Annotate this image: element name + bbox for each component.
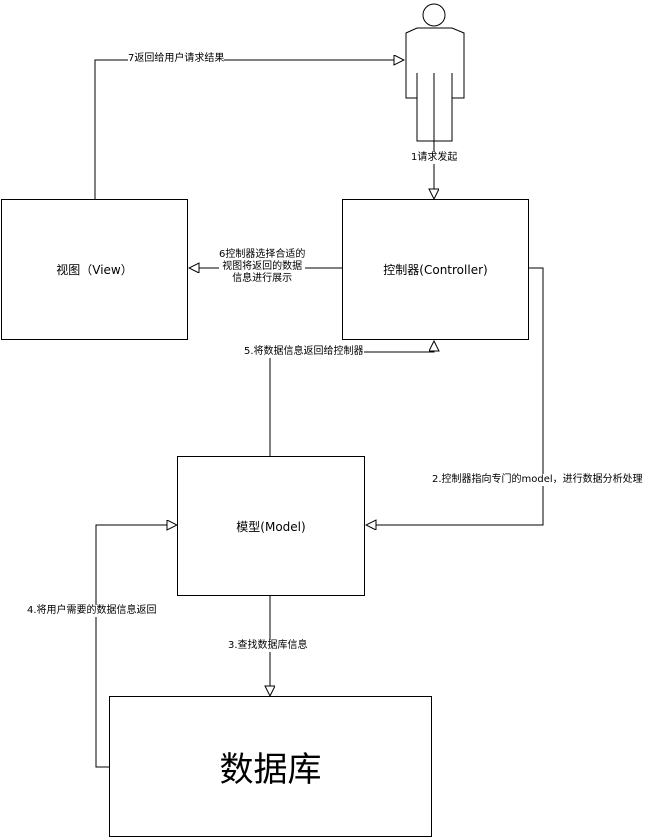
model-label: 模型(Model): [236, 519, 306, 534]
view-box: 视图（View）: [1, 199, 188, 340]
edge-7-line: [94, 60, 404, 199]
controller-box: 控制器(Controller): [342, 199, 529, 340]
controller-label: 控制器(Controller): [383, 263, 488, 277]
edge-5-label: 5.将数据信息返回给控制器: [244, 346, 364, 358]
edge-2-label: 2.控制器指向专门的model，进行数据分析处理: [432, 474, 643, 486]
user-actor-icon: [405, 3, 465, 142]
database-box: 数据库: [109, 696, 432, 837]
database-label: 数据库: [219, 750, 322, 790]
edge-1-label: 1请求发起: [411, 152, 458, 164]
edge-3-label: 3.查找数据库信息: [228, 640, 308, 652]
view-label: 视图（View）: [56, 263, 133, 277]
edge-2-line: [366, 267, 544, 525]
edge-4-label: 4.将用户需要的数据信息返回: [27, 605, 157, 617]
edge-6-label: 6控制器选择合适的 视图将返回的数据 信息进行展示: [219, 249, 306, 285]
model-box: 模型(Model): [177, 456, 365, 596]
edge-7-label: 7返回给用户请求结果: [128, 53, 225, 65]
edge-5-line: [269, 341, 434, 456]
edge-4-line: [95, 525, 177, 768]
